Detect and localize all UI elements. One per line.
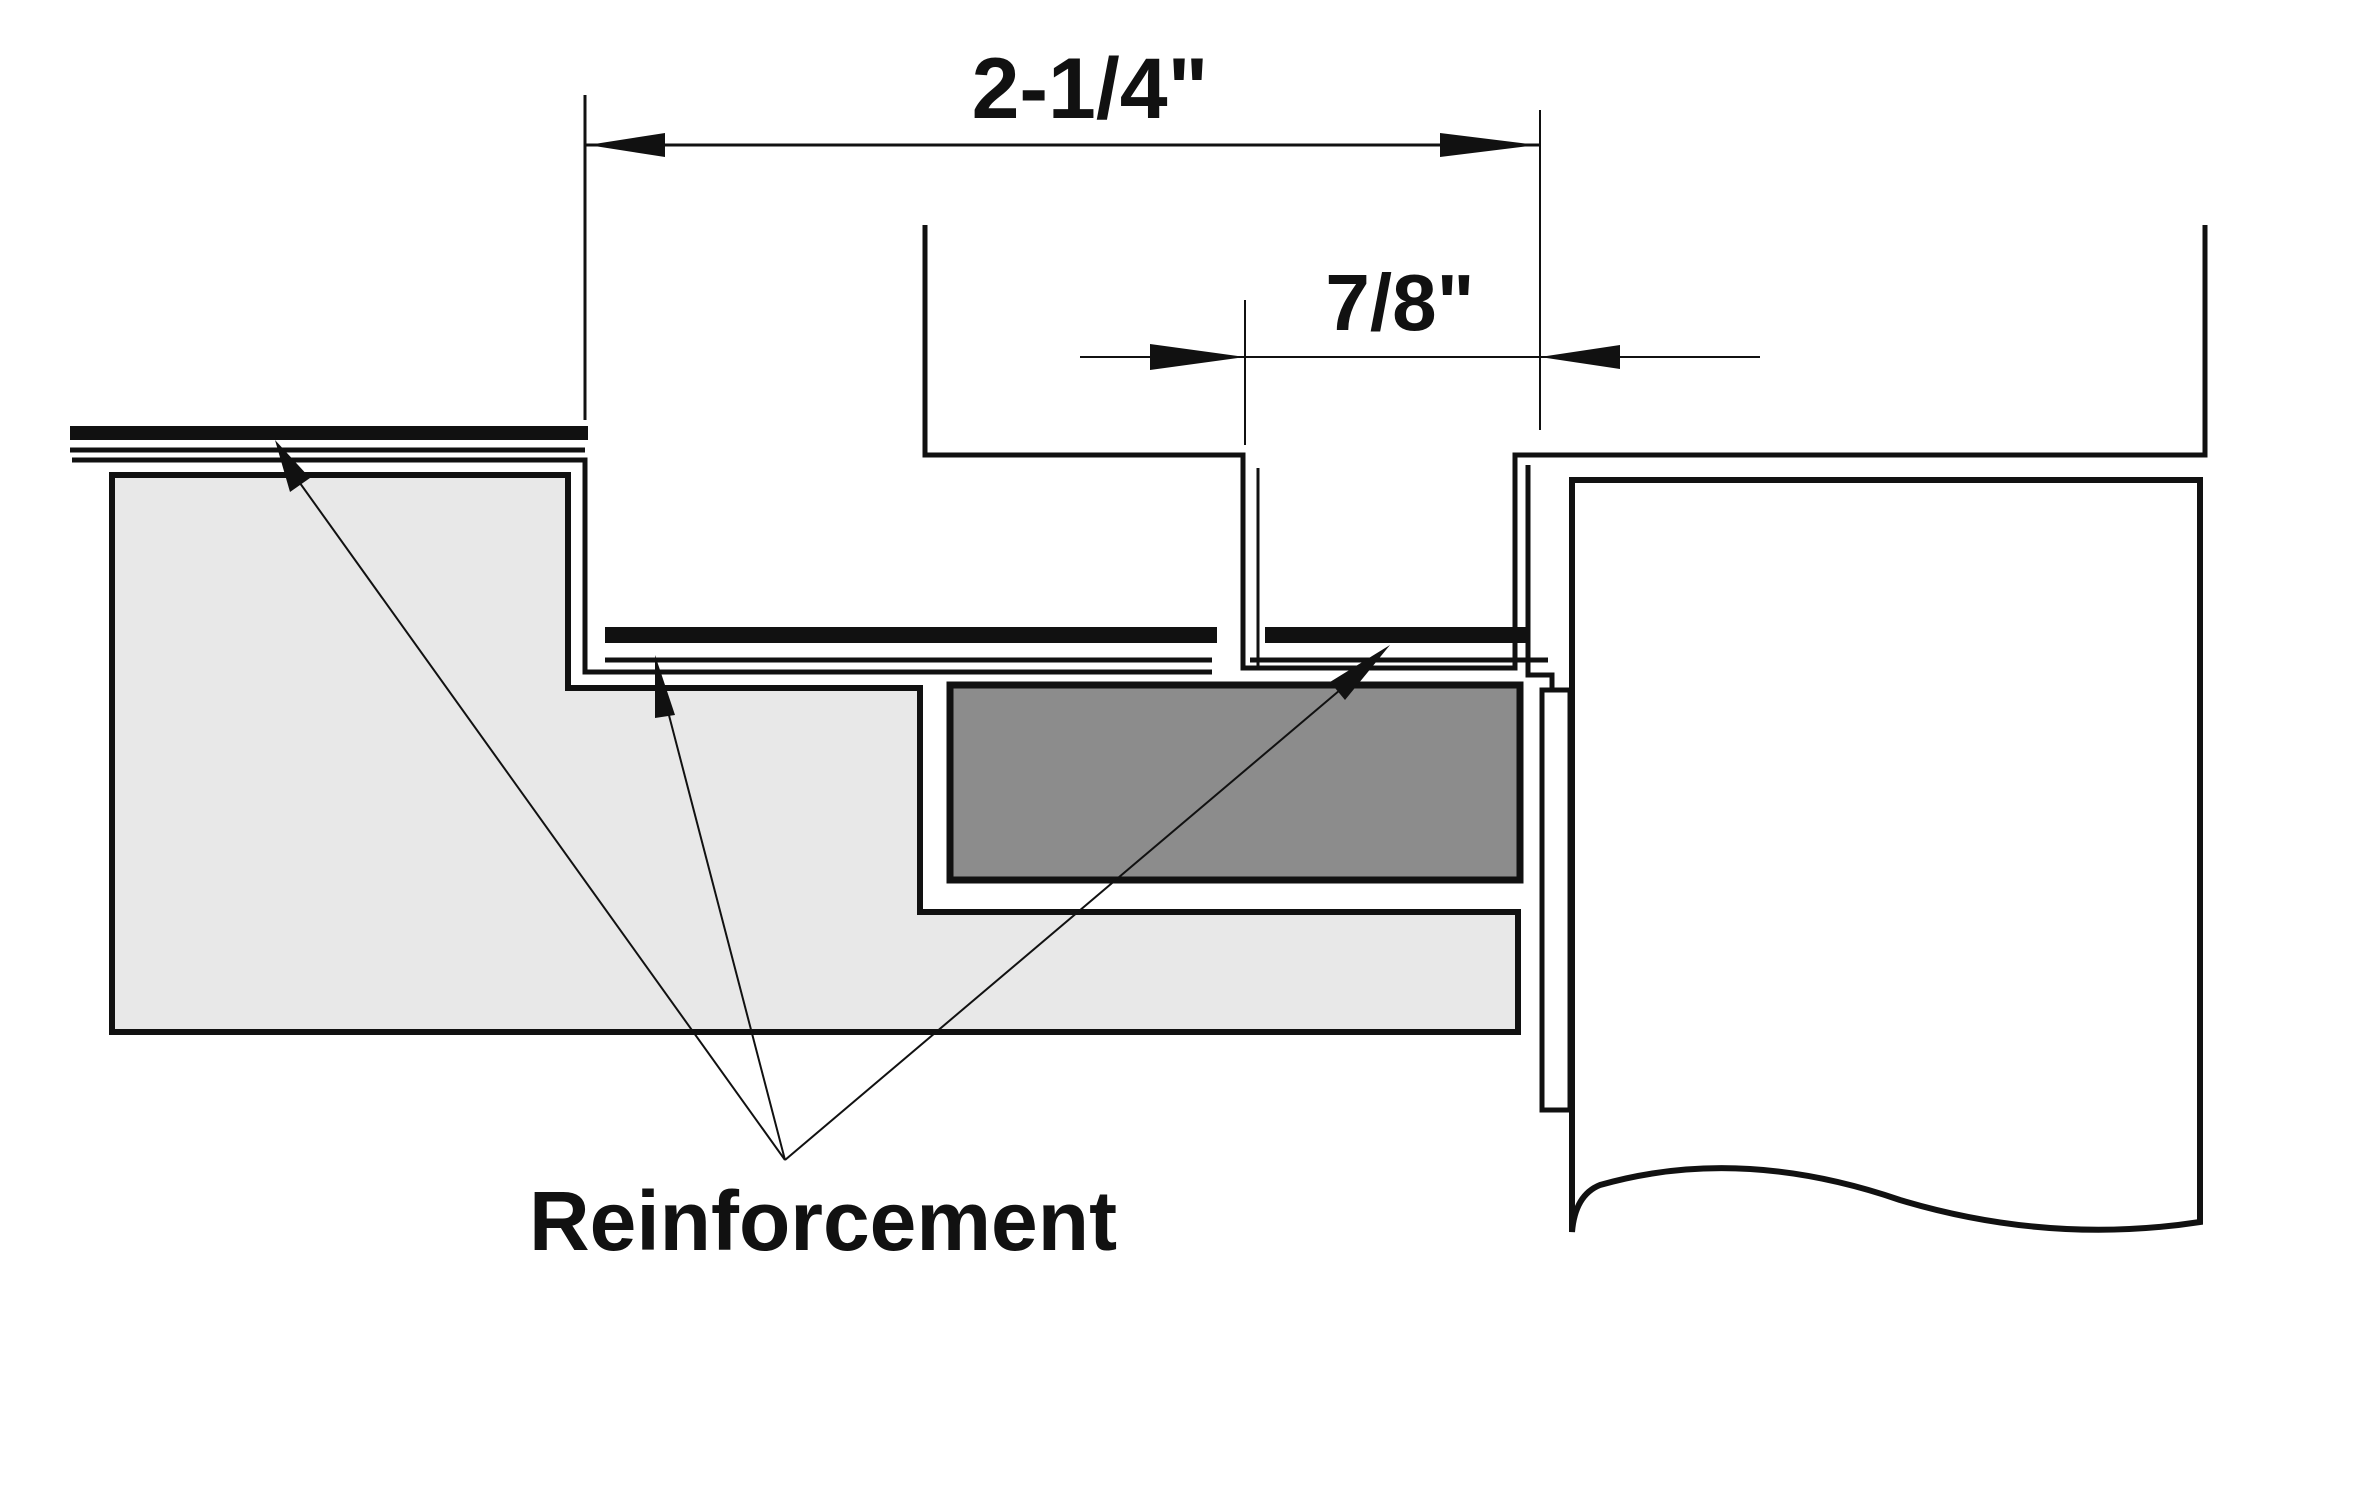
overall-dimension-label: 2-1/4" [972,41,1209,137]
rabbet-return-line [1525,465,1555,690]
leader-line-left [291,471,786,1161]
reinforcement-plate-left [70,426,588,440]
leader-line-middle [664,699,786,1161]
leader-arrow-middle [655,655,675,718]
reinforcement-plate-middle [605,627,1217,643]
reinforcement-plate-right [1265,627,1527,643]
door-leaf [1569,477,2203,1233]
inner-dimension-label: 7/8" [1325,258,1474,347]
frame-face-line [72,457,1212,675]
inner-dim-arrow-right [1540,345,1620,369]
stop-block [946,681,1524,884]
leader-arrow-left [275,440,310,492]
leader-arrow-right [1330,645,1390,700]
door-edge-strip [1539,687,1573,1113]
overall-dim-arrow-left [588,133,665,157]
overall-dim-arrow-right [1440,133,1537,157]
rabbet-profile [922,225,2208,671]
leader-line-right [784,689,1341,1161]
reinforcement-label: Reinforcement [529,1174,1117,1268]
inner-dim-arrow-left [1150,344,1245,370]
